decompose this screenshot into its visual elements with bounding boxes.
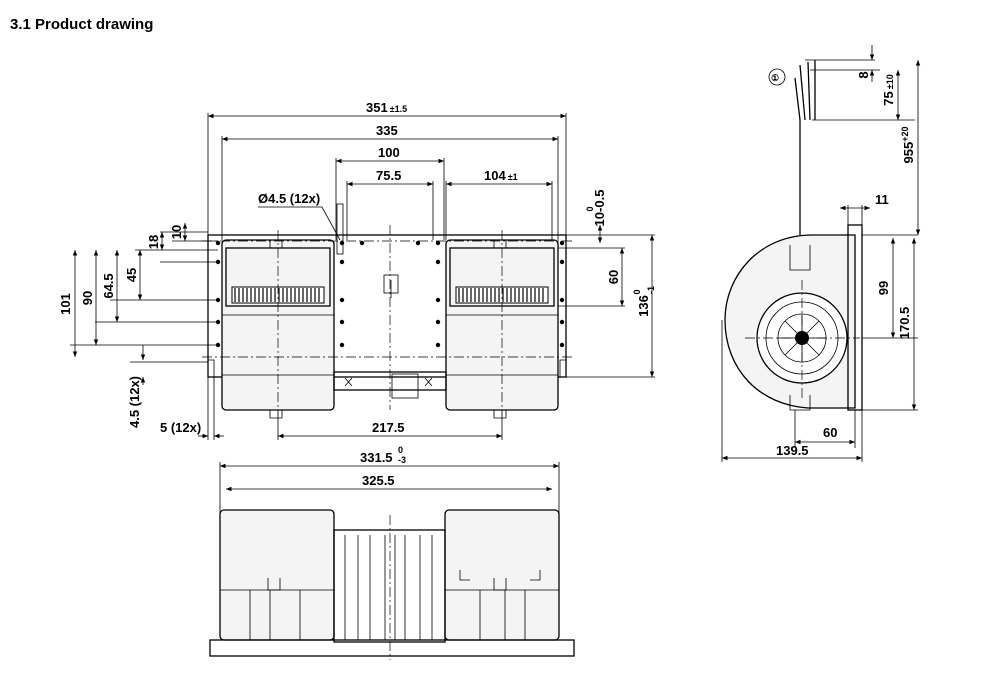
dim-331-5-tol-top: 0 — [398, 445, 403, 455]
callout-1-circle — [768, 68, 786, 86]
bottom-view: 331.5 0 -3 325.5 — [209, 445, 575, 660]
dim-10-label: 10 — [169, 225, 184, 239]
dim-75-5-label: 75.5 — [376, 168, 401, 183]
dim-955-label: 955+20 — [900, 127, 916, 164]
dim-60-side-label: 60 — [823, 425, 837, 440]
dim-170-5-label: 170.5 — [897, 307, 912, 340]
dim-99-label: 99 — [876, 281, 891, 295]
dim-335-label: 335 — [376, 123, 398, 138]
dim-75-label: 75±10 — [881, 74, 896, 105]
bottom-base-plate — [209, 639, 575, 657]
dim-101-label: 101 — [58, 293, 73, 315]
dim-351-label: 351±1.5 — [366, 100, 407, 115]
dim-8-label: 8 — [856, 71, 871, 78]
dim-104-label: 104±1 — [484, 168, 518, 183]
dim-331-5-label: 331.5 — [360, 450, 393, 465]
hole-diameter-label: Ø4.5 (12x) — [258, 191, 320, 206]
bottom-left-housing — [219, 509, 335, 641]
bottom-right-housing — [444, 509, 560, 641]
dim-64-5-label: 64.5 — [101, 273, 116, 298]
height-136-tol-top: 0 — [632, 289, 642, 294]
dim-10-tol-label: 10-0.5 — [592, 190, 607, 227]
dim-325-5-label: 325.5 — [362, 473, 395, 488]
callout-1-label: ① — [771, 73, 779, 83]
height-136-label: 136 — [636, 295, 651, 317]
dim-10-tol-top-label: 0 — [585, 206, 595, 211]
page-heading: 3.1 Product drawing — [10, 16, 154, 33]
dim-60-front-label: 60 — [606, 270, 621, 284]
side-view: ① 8 75±10 955+20 11 99 170.5 60 139.5 — [721, 45, 921, 462]
height-136-tol-bottom: -1 — [646, 286, 656, 294]
front-view — [202, 225, 572, 419]
front-dimensions: 351±1.5 335 100 75.5 104±1 Ø4.5 (12x) 10… — [58, 100, 656, 440]
bottom-motor — [333, 529, 446, 643]
slot-5-label: 5 (12x) — [160, 420, 201, 435]
mounting-holes — [215, 240, 565, 348]
dim-100-label: 100 — [378, 145, 400, 160]
dim-45-label: 45 — [124, 268, 139, 282]
dim-11-label: 11 — [875, 192, 889, 207]
dim-18-label: 18 — [146, 235, 161, 249]
dim-139-5-label: 139.5 — [776, 443, 809, 458]
dim-331-5-tol-bottom: -3 — [398, 455, 406, 465]
dim-90-label: 90 — [80, 291, 95, 305]
slot-4-5-label: 4.5 (12x) — [127, 376, 142, 428]
cable-leads — [794, 60, 816, 235]
left-impeller-blades — [231, 286, 325, 304]
dim-217-5-label: 217.5 — [372, 420, 405, 435]
